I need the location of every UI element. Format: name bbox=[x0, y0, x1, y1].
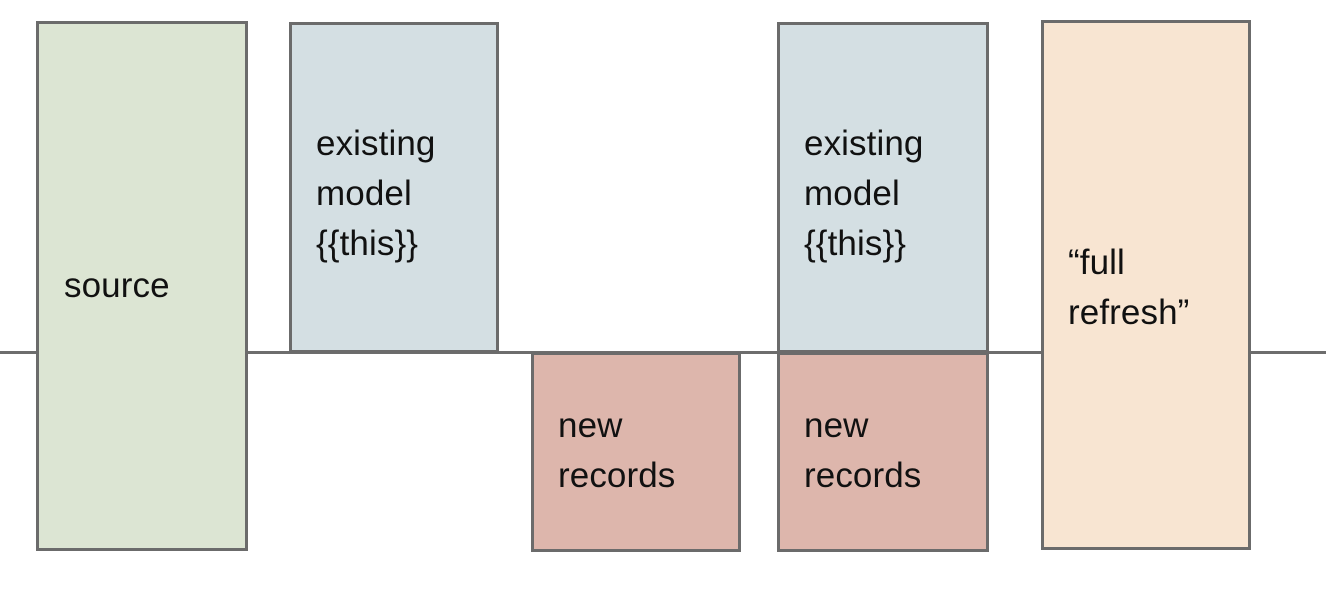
block-existing-model-1-label: existing model {{this}} bbox=[316, 124, 436, 263]
block-existing-model-2[interactable]: existing model {{this}} bbox=[777, 22, 989, 353]
block-source[interactable]: source bbox=[36, 21, 248, 551]
block-full-refresh-label: “full refresh” bbox=[1068, 243, 1190, 332]
block-existing-model-2-label: existing model {{this}} bbox=[804, 124, 924, 263]
block-full-refresh[interactable]: “full refresh” bbox=[1041, 20, 1251, 550]
block-new-records-1[interactable]: new records bbox=[531, 352, 741, 552]
block-source-label: source bbox=[64, 266, 170, 305]
block-existing-model-1[interactable]: existing model {{this}} bbox=[289, 22, 499, 353]
block-new-records-2-label: new records bbox=[804, 406, 922, 495]
block-new-records-1-label: new records bbox=[558, 406, 676, 495]
block-new-records-2[interactable]: new records bbox=[777, 352, 989, 552]
